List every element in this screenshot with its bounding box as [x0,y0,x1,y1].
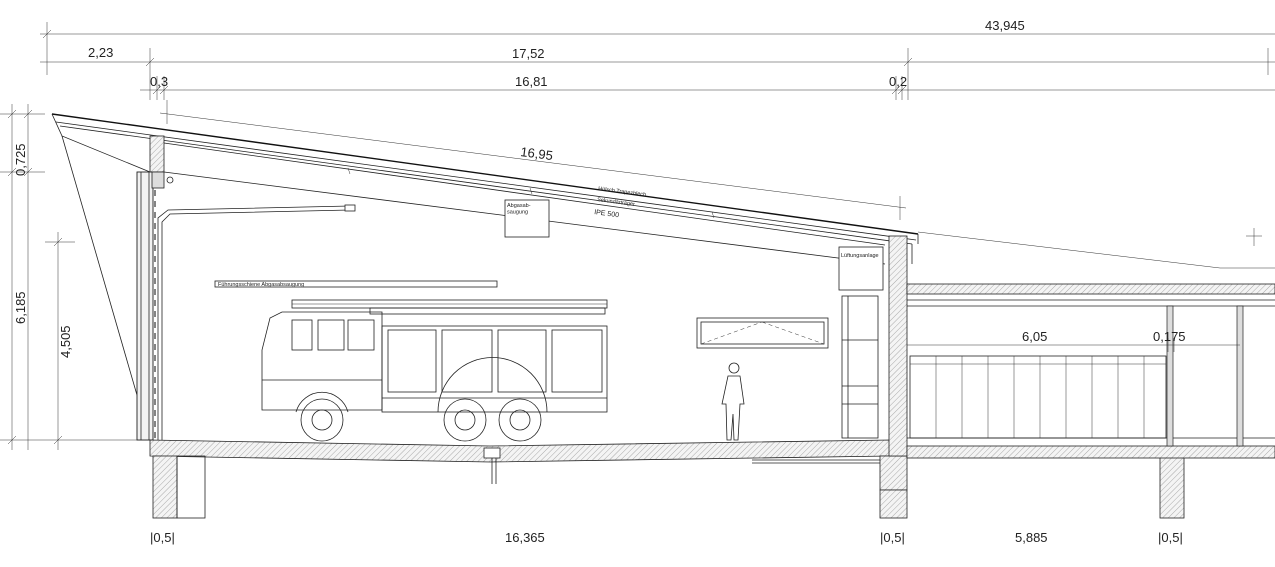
ventilation-label: Lüftungsanlage [841,253,879,259]
annex-building [888,234,1275,459]
person-figure [721,362,745,441]
dim-foundation-mid: |0,5| [880,530,905,545]
dim-door-height: 4,505 [58,325,73,358]
dim-foundation-right: |0,5| [1158,530,1183,545]
roof-layer-2-label: Sekundärträger [597,197,636,208]
dim-floor-span: 16,365 [505,530,545,545]
dim-wall-right: 0,2 [889,74,907,89]
exhaust-box [504,199,550,238]
dimension-chains [0,22,1275,450]
dim-roof-slope: 16,95 [520,144,554,163]
beam-label: IPE 500 [594,209,620,219]
dim-roof-top-height: 0,725 [13,143,28,176]
dim-annex-room: 6,05 [1022,329,1047,344]
exhaust-box-label: Abgasab-saugung [507,203,531,216]
ventilation-unit [838,246,884,291]
dim-hall-width: 17,52 [512,46,545,61]
clerestory-window [696,317,829,349]
roof-layer-1-label: Hülsch Trapezblech [598,186,647,198]
guide-rail-label: Führungsschiene Abgasabsaugung [218,282,304,288]
dim-hall-inner: 16,81 [515,74,548,89]
dim-annex-wall: 0,175 [1153,329,1186,344]
guide-rail [214,280,498,288]
floor-slab [149,439,1185,519]
dim-left-overhang: 2,23 [88,45,113,60]
shelving [841,295,879,439]
left-wall [136,135,356,441]
dim-total-height: 6,185 [13,291,28,324]
dim-annex-span: 5,885 [1015,530,1048,545]
dim-overall-width: 43,945 [985,18,1025,33]
fire-truck [261,299,608,442]
dim-foundation-left: |0,5| [150,530,175,545]
dim-wall-left: 0,3 [150,74,168,89]
roof [51,113,1275,441]
